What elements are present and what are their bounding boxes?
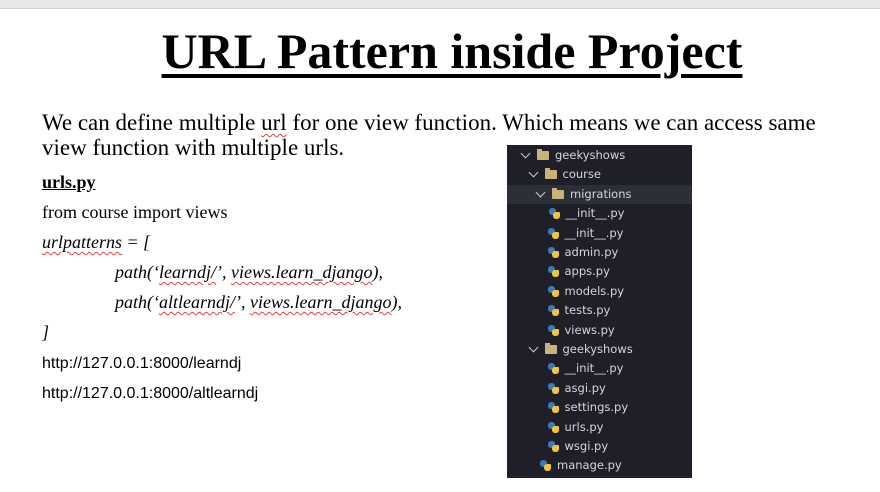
p: ’, <box>216 262 231 282</box>
chevron-down-icon[interactable] <box>535 187 546 198</box>
p: path(‘ <box>115 292 159 312</box>
urlpatterns-word: urlpatterns <box>42 232 123 252</box>
tree-item-course[interactable]: course <box>507 165 692 184</box>
close-bracket: ] <box>42 322 50 342</box>
python-file-icon <box>547 402 559 414</box>
tree-item-label: __init__.py <box>564 361 624 376</box>
intro-text: We can define multiple url for one view … <box>42 110 842 160</box>
chevron-down-icon[interactable] <box>520 148 531 159</box>
tree-item-label: models.py <box>564 283 625 298</box>
tree-item-label: course <box>562 167 601 182</box>
python-file-icon <box>548 208 560 220</box>
python-file-icon <box>540 460 551 472</box>
intro-part: We can define multiple <box>42 110 262 135</box>
top-bar <box>0 0 880 9</box>
intro-url-word: url <box>261 110 287 135</box>
p: ), <box>391 292 403 312</box>
tree-item-admin-py[interactable]: admin.py <box>507 243 692 262</box>
tree-item-settings-py[interactable]: settings.py <box>507 398 692 417</box>
tree-item-models-py[interactable]: models.py <box>507 282 692 301</box>
tree-item-init-py[interactable]: __init__.py <box>507 204 692 223</box>
p: path(‘ <box>115 262 159 282</box>
folder-icon <box>544 168 557 180</box>
tree-item-label: geekyshows <box>562 342 633 356</box>
file-explorer-tree: geekyshows course migrations __init__.py __i… <box>507 145 692 478</box>
python-file-icon <box>547 227 559 239</box>
chevron-down-icon[interactable] <box>528 167 538 178</box>
tree-item-apps-py[interactable]: apps.py <box>507 262 692 281</box>
urlpatterns-rest: = [ <box>122 232 151 252</box>
tree-item-label: __init__.py <box>564 225 624 240</box>
tree-item-manage-py[interactable]: manage.py <box>507 456 692 475</box>
python-file-icon <box>547 421 559 433</box>
tree-item-init-py[interactable]: __init__.py <box>507 224 692 243</box>
python-file-icon <box>547 305 559 317</box>
urlpatterns-line: urlpatterns = [ <box>42 232 150 253</box>
p: ’, <box>235 292 250 312</box>
tree-item-wsgi-py[interactable]: wsgi.py <box>507 437 692 456</box>
python-file-icon <box>547 441 559 452</box>
python-file-icon <box>547 285 559 297</box>
folder-icon <box>552 187 564 199</box>
tree-item-urls-py[interactable]: urls.py <box>507 418 692 437</box>
tree-item-tests-py[interactable]: tests.py <box>507 301 692 320</box>
slide-title: URL Pattern inside Project <box>161 23 743 79</box>
tree-item-label: __init__.py <box>565 206 625 221</box>
tree-item-geekyshows[interactable]: geekyshows <box>507 146 692 165</box>
python-file-icon <box>547 266 559 278</box>
tree-item-label: asgi.py <box>564 380 606 395</box>
url-1: http://127.0.0.1:8000/learndj <box>42 355 242 372</box>
python-file-icon <box>547 247 559 258</box>
tree-item-label: wsgi.py <box>564 439 609 453</box>
import-line: from course import views <box>42 202 228 222</box>
folder-icon <box>537 149 549 160</box>
filename: urls.py <box>42 172 96 192</box>
p: altlearndj/ <box>159 292 235 312</box>
tree-item-migrations[interactable]: migrations <box>507 184 692 204</box>
p: views.learn_django <box>250 292 392 312</box>
chevron-down-icon[interactable] <box>528 342 538 353</box>
tree-item-init-py[interactable]: __init__.py <box>507 359 692 378</box>
python-file-icon <box>547 363 559 375</box>
tree-item-label: settings.py <box>564 400 629 415</box>
tree-item-views-py[interactable]: views.py <box>507 321 692 340</box>
url-2: http://127.0.0.1:8000/altlearndj <box>42 385 259 402</box>
tree-item-label: manage.py <box>557 458 622 473</box>
tree-item-geekyshows[interactable]: geekyshows <box>507 340 692 359</box>
tree-item-label: migrations <box>570 186 632 201</box>
path-line-2: path(‘altlearndj/’, views.learn_django), <box>115 292 402 313</box>
python-file-icon <box>547 382 559 394</box>
tree-item-label: tests.py <box>564 303 611 318</box>
path-line-1: path(‘learndj/’, views.learn_django), <box>115 262 383 283</box>
p: ), <box>372 262 384 282</box>
tree-item-label: apps.py <box>564 264 610 279</box>
p: views.learn_django <box>231 262 373 282</box>
intro-part: for one view function. Which means we ca… <box>42 110 816 160</box>
tree-item-label: views.py <box>564 322 615 337</box>
tree-item-label: admin.py <box>564 245 619 259</box>
tree-item-label: geekyshows <box>555 148 626 162</box>
folder-icon <box>544 343 557 354</box>
python-file-icon <box>547 324 559 336</box>
tree-item-label: urls.py <box>564 419 604 434</box>
tree-item-asgi-py[interactable]: asgi.py <box>507 379 692 398</box>
p: learndj/ <box>159 262 216 282</box>
